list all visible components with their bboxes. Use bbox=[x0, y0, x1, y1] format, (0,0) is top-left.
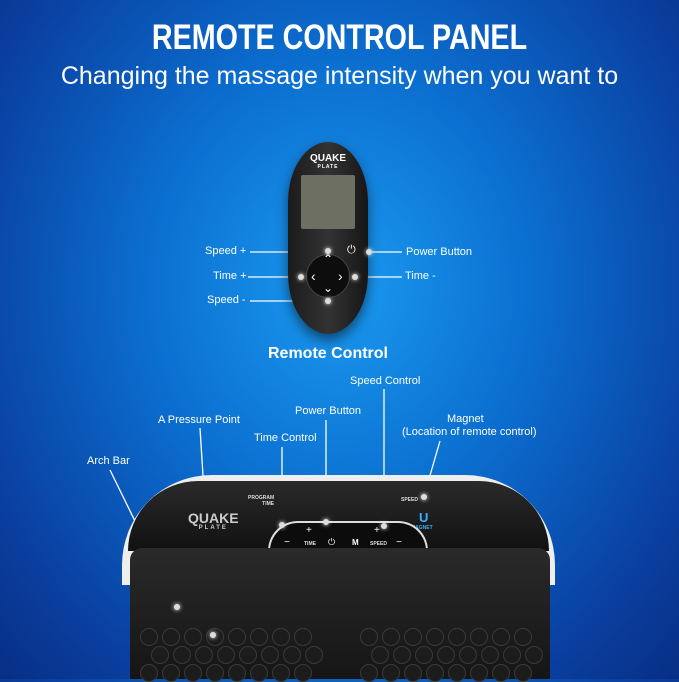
grip-nub bbox=[437, 646, 455, 664]
page-subtitle: Changing the massage intensity when you … bbox=[60, 62, 619, 90]
label-time-plus: Time + bbox=[213, 270, 247, 282]
grip-nub bbox=[140, 664, 158, 682]
grip-nub bbox=[261, 646, 279, 664]
grip-nub bbox=[217, 646, 235, 664]
grip-nub bbox=[492, 664, 510, 682]
grip-nub bbox=[294, 664, 312, 682]
label-magnet-note: (Location of remote control) bbox=[402, 426, 537, 438]
page-title: REMOTE CONTROL PANEL bbox=[151, 18, 528, 57]
grip-nub bbox=[283, 646, 301, 664]
grip-nub bbox=[525, 646, 543, 664]
speed-button-label: SPEED bbox=[370, 541, 387, 547]
remote-caption: Remote Control bbox=[268, 345, 388, 362]
grip-nub bbox=[228, 628, 246, 646]
grip-nub bbox=[228, 664, 246, 682]
grip-nub bbox=[360, 664, 378, 682]
label-arch-bar: Arch Bar bbox=[87, 455, 130, 467]
grip-nub bbox=[184, 628, 202, 646]
grip-nub bbox=[250, 628, 268, 646]
grip-nub bbox=[448, 628, 466, 646]
grip-nub bbox=[162, 664, 180, 682]
grip-nub bbox=[393, 646, 411, 664]
dot-time-plus bbox=[298, 274, 304, 280]
grip-nub bbox=[239, 646, 257, 664]
label-time-control: Time Control bbox=[254, 432, 317, 444]
grip-nub bbox=[371, 646, 389, 664]
speed-indicator-label: SPEED bbox=[401, 497, 418, 503]
grip-nub bbox=[492, 628, 510, 646]
grip-nub bbox=[272, 664, 290, 682]
time-button-label: TIME bbox=[304, 541, 316, 547]
dot-pressure-point bbox=[210, 632, 216, 638]
grip-nub bbox=[195, 646, 213, 664]
power-icon[interactable]: ⏻ bbox=[328, 537, 336, 547]
grip-nub bbox=[481, 646, 499, 664]
dot-speed-plus bbox=[325, 248, 331, 254]
grip-nub bbox=[206, 664, 224, 682]
grip-nub bbox=[184, 664, 202, 682]
grip-nub bbox=[272, 628, 290, 646]
grip-nub bbox=[426, 664, 444, 682]
dpad[interactable]: ⌃ ‹ › ⌄ bbox=[306, 252, 350, 298]
grip-nub bbox=[162, 628, 180, 646]
grip-nub bbox=[151, 646, 169, 664]
mode-button[interactable]: M bbox=[352, 538, 359, 547]
chevron-right-icon[interactable]: › bbox=[338, 268, 343, 284]
speed-minus-button[interactable]: − bbox=[396, 537, 402, 548]
grip-nub bbox=[415, 646, 433, 664]
label-speed-minus: Speed - bbox=[207, 294, 246, 306]
label-power: Power Button bbox=[406, 246, 473, 258]
dot-arch-bar bbox=[174, 604, 180, 610]
grip-nub bbox=[459, 646, 477, 664]
time-minus-button[interactable]: − bbox=[284, 537, 290, 548]
time-plus-button[interactable]: + bbox=[306, 525, 312, 536]
label-speed-control: Speed Control bbox=[350, 375, 421, 387]
dot-power bbox=[366, 249, 372, 255]
speed-plus-button[interactable]: + bbox=[374, 525, 380, 536]
label-magnet: Magnet bbox=[447, 413, 484, 425]
label-speed-plus: Speed + bbox=[205, 245, 247, 257]
grip-nub bbox=[305, 646, 323, 664]
dot-power-button bbox=[323, 519, 329, 525]
dot-time-minus bbox=[352, 274, 358, 280]
grip-nub bbox=[250, 664, 268, 682]
grip-nub bbox=[294, 628, 312, 646]
grip-nub bbox=[503, 646, 521, 664]
grip-nub bbox=[426, 628, 444, 646]
grip-nub bbox=[514, 628, 532, 646]
dot-magnet bbox=[421, 494, 427, 500]
grip-nub bbox=[448, 664, 466, 682]
power-icon[interactable]: ⏻ bbox=[347, 244, 356, 256]
grip-nub bbox=[514, 664, 532, 682]
label-power-button: Power Button bbox=[295, 405, 362, 417]
remote-screen bbox=[301, 175, 355, 229]
grip-nub bbox=[404, 628, 422, 646]
dot-time-control bbox=[279, 522, 285, 528]
chevron-up-icon[interactable]: ⌃ bbox=[323, 252, 334, 266]
grip-nub bbox=[173, 646, 191, 664]
foot-platform bbox=[130, 548, 550, 682]
grip-nub bbox=[360, 628, 378, 646]
grip-area bbox=[140, 628, 543, 682]
grip-nub bbox=[140, 628, 158, 646]
chevron-left-icon[interactable]: ‹ bbox=[311, 268, 316, 284]
grip-nub bbox=[470, 628, 488, 646]
grip-nub bbox=[470, 664, 488, 682]
grip-nub bbox=[382, 664, 400, 682]
grip-nub bbox=[404, 664, 422, 682]
magnet-label: MAGNET bbox=[411, 525, 433, 531]
dot-speed-control bbox=[381, 523, 387, 529]
dot-speed-minus bbox=[325, 298, 331, 304]
label-pressure-point: A Pressure Point bbox=[158, 414, 240, 426]
label-time-minus: Time - bbox=[405, 270, 436, 282]
magnet-icon: U bbox=[419, 510, 429, 525]
grip-nub bbox=[382, 628, 400, 646]
chevron-down-icon[interactable]: ⌄ bbox=[323, 281, 334, 295]
